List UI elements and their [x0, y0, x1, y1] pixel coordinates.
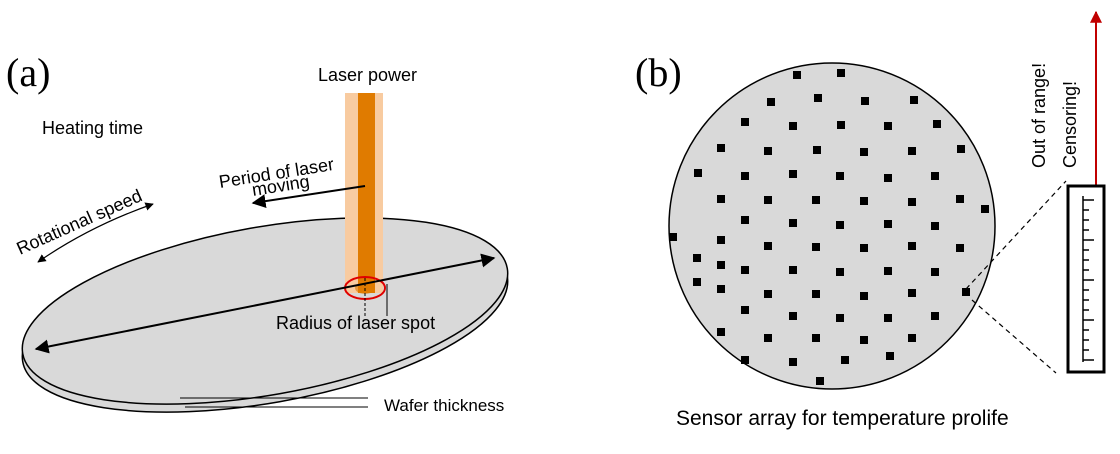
- heating-time-label: Heating time: [42, 118, 143, 138]
- sensor-point: [860, 292, 868, 300]
- sensor-point: [741, 172, 749, 180]
- sensor-point: [789, 358, 797, 366]
- sensor-point: [793, 71, 801, 79]
- sensor-point: [741, 118, 749, 126]
- sensor-array: [669, 69, 989, 385]
- sensor-point: [812, 196, 820, 204]
- sensor-point: [861, 97, 869, 105]
- sensor-point: [836, 268, 844, 276]
- scale-ticks: [1083, 199, 1094, 361]
- sensor-point: [931, 222, 939, 230]
- period-arrow: [251, 185, 366, 209]
- sensor-point: [931, 312, 939, 320]
- sensor-point: [884, 174, 892, 182]
- sensor-wafer-disk: [668, 62, 996, 390]
- sensor-point: [764, 147, 772, 155]
- sensor-point: [837, 121, 845, 129]
- sensor-point: [908, 198, 916, 206]
- sensor-point: [860, 148, 868, 156]
- sensor-point: [860, 336, 868, 344]
- laser-power-label: Laser power: [318, 65, 417, 85]
- sensor-point: [741, 306, 749, 314]
- sensor-point: [764, 334, 772, 342]
- sensor-point: [981, 205, 989, 213]
- panel-b-label: (b): [635, 50, 682, 95]
- sensor-point: [812, 334, 820, 342]
- out-of-range-label: Out of range!: [1029, 63, 1049, 168]
- sensor-point: [836, 314, 844, 322]
- sensor-point: [741, 216, 749, 224]
- sensor-point: [908, 334, 916, 342]
- sensor-point: [717, 195, 725, 203]
- laser-beam-core: [358, 93, 375, 293]
- sensor-point: [789, 312, 797, 320]
- sensor-point: [789, 170, 797, 178]
- sensor-point: [741, 266, 749, 274]
- sensor-point: [789, 122, 797, 130]
- sensor-point: [717, 328, 725, 336]
- sensor-point: [717, 144, 725, 152]
- sensor-point: [717, 261, 725, 269]
- diameter-arrow: [34, 253, 496, 354]
- sensor-point: [956, 195, 964, 203]
- sensor-point: [717, 285, 725, 293]
- sensor-point: [814, 94, 822, 102]
- radius-label: Radius of laser spot: [276, 313, 435, 333]
- sensor-point: [884, 267, 892, 275]
- sensor-point: [910, 96, 918, 104]
- rotation-arc-arrow: [37, 202, 154, 263]
- sensor-point: [694, 169, 702, 177]
- sensor-point: [813, 146, 821, 154]
- sensor-point: [884, 220, 892, 228]
- sensor-point: [836, 172, 844, 180]
- sensor-point: [812, 290, 820, 298]
- sensor-point: [956, 244, 964, 252]
- sensor-point: [908, 242, 916, 250]
- sensor-point: [816, 377, 824, 385]
- zoom-line-bottom: [971, 299, 1057, 374]
- sensor-point: [841, 356, 849, 364]
- sensor-point: [693, 254, 701, 262]
- sensor-point: [837, 69, 845, 77]
- sensor-point: [789, 219, 797, 227]
- sensor-point: [886, 352, 894, 360]
- sensor-point: [931, 172, 939, 180]
- sensor-scale-box: [1066, 184, 1106, 374]
- sensor-point: [767, 98, 775, 106]
- sensor-point: [860, 197, 868, 205]
- sensor-point: [764, 196, 772, 204]
- sensor-array-caption: Sensor array for temperature prolife: [676, 407, 1009, 430]
- sensor-point: [741, 356, 749, 364]
- wafer-thickness-label: Wafer thickness: [384, 396, 504, 415]
- sensor-point: [957, 145, 965, 153]
- censoring-label: Censoring!: [1060, 81, 1080, 168]
- sensor-point: [908, 289, 916, 297]
- sensor-point: [693, 278, 701, 286]
- sensor-point: [860, 244, 868, 252]
- panel-a-label: (a): [6, 50, 50, 95]
- sensor-point: [764, 242, 772, 250]
- sensor-point: [884, 314, 892, 322]
- panel-b: (b) Out of range! Censoring! Sensor arra…: [635, 10, 1106, 430]
- sensor-point: [812, 243, 820, 251]
- sensor-point: [884, 122, 892, 130]
- sensor-point: [931, 268, 939, 276]
- sensor-point: [764, 290, 772, 298]
- sensor-point: [933, 120, 941, 128]
- sensor-point: [836, 221, 844, 229]
- sensor-point: [908, 147, 916, 155]
- sensor-point: [717, 236, 725, 244]
- sensor-point: [789, 266, 797, 274]
- zoom-line-top: [965, 180, 1067, 290]
- scale-outer-frame: [1066, 184, 1106, 374]
- panel-a: (a) Laser power Heating time Period of l…: [6, 50, 509, 415]
- sensor-point: [962, 288, 970, 296]
- rotational-speed-label: Rotational speed: [13, 185, 145, 258]
- sensor-point: [669, 233, 677, 241]
